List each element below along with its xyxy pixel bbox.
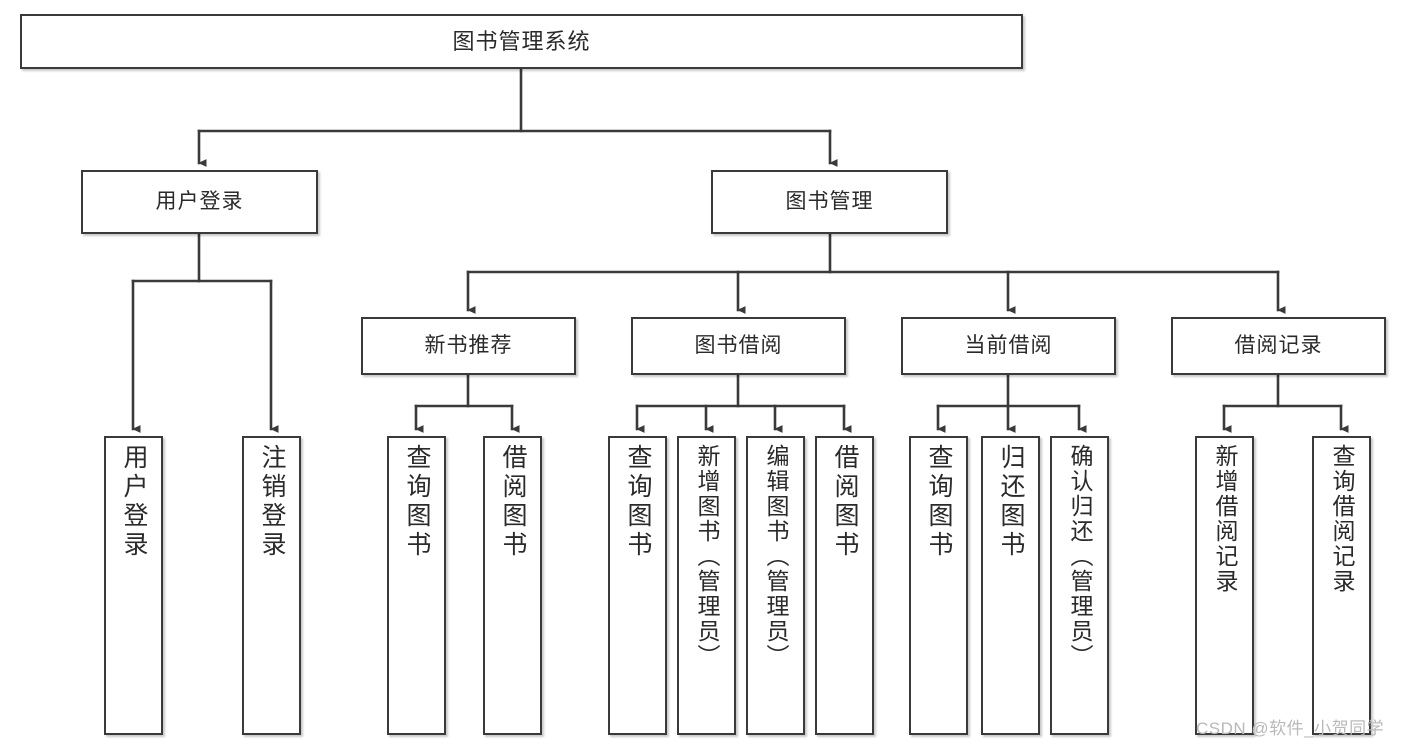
node-label: 注销登录 [258,444,286,560]
node-label: 图书借阅 [694,333,783,357]
node-label: 新增借阅记录 [1212,444,1238,594]
node-root-book-management-system[interactable]: 图书管理系统 [20,14,1023,69]
node-label: 查询借阅记录 [1329,444,1355,594]
node-label: 借阅图书 [831,444,859,560]
node-label: 查询图书 [403,444,431,560]
leaf-new-book-query-book[interactable]: 查询图书 [387,436,446,735]
leaf-book-borrow-borrow-book[interactable]: 借阅图书 [815,436,874,735]
node-label: 当前借阅 [964,333,1053,357]
leaf-current-borrow-query-book[interactable]: 查询图书 [909,436,968,735]
node-book-management[interactable]: 图书管理 [711,170,948,234]
node-label: 用户登录 [120,444,148,560]
leaf-borrow-record-query-record[interactable]: 查询借阅记录 [1312,436,1371,735]
leaf-user-login-logout[interactable]: 注销登录 [242,436,301,735]
node-label: 查询图书 [925,444,953,560]
leaf-current-borrow-return-book[interactable]: 归还图书 [981,436,1040,735]
node-current-borrow[interactable]: 当前借阅 [901,317,1116,375]
leaf-book-borrow-add-book-admin[interactable]: 新增图书（管理员） [677,436,736,735]
leaf-current-borrow-confirm-return-admin[interactable]: 确认归还（管理员） [1050,436,1109,735]
node-label: 查询图书 [624,444,652,560]
node-new-book-recommend[interactable]: 新书推荐 [361,317,576,375]
leaf-book-borrow-query-book[interactable]: 查询图书 [608,436,667,735]
node-label: 借阅记录 [1234,333,1323,357]
node-label: 编辑图书（管理员） [763,444,789,669]
node-label: 借阅图书 [499,444,527,560]
leaf-book-borrow-edit-book-admin[interactable]: 编辑图书（管理员） [746,436,805,735]
leaf-user-login-login[interactable]: 用户登录 [104,436,163,735]
leaf-borrow-record-add-record[interactable]: 新增借阅记录 [1195,436,1254,735]
node-label: 确认归还（管理员） [1067,444,1093,669]
node-borrow-record[interactable]: 借阅记录 [1171,317,1386,375]
node-user-login[interactable]: 用户登录 [81,170,318,234]
node-book-borrow[interactable]: 图书借阅 [631,317,846,375]
node-label: 归还图书 [997,444,1025,560]
node-label: 新书推荐 [424,333,513,357]
node-label: 用户登录 [155,189,244,213]
node-label: 图书管理 [785,189,874,213]
node-label: 新增图书（管理员） [694,444,720,669]
leaf-new-book-borrow-book[interactable]: 借阅图书 [483,436,542,735]
node-label: 图书管理系统 [452,28,591,54]
